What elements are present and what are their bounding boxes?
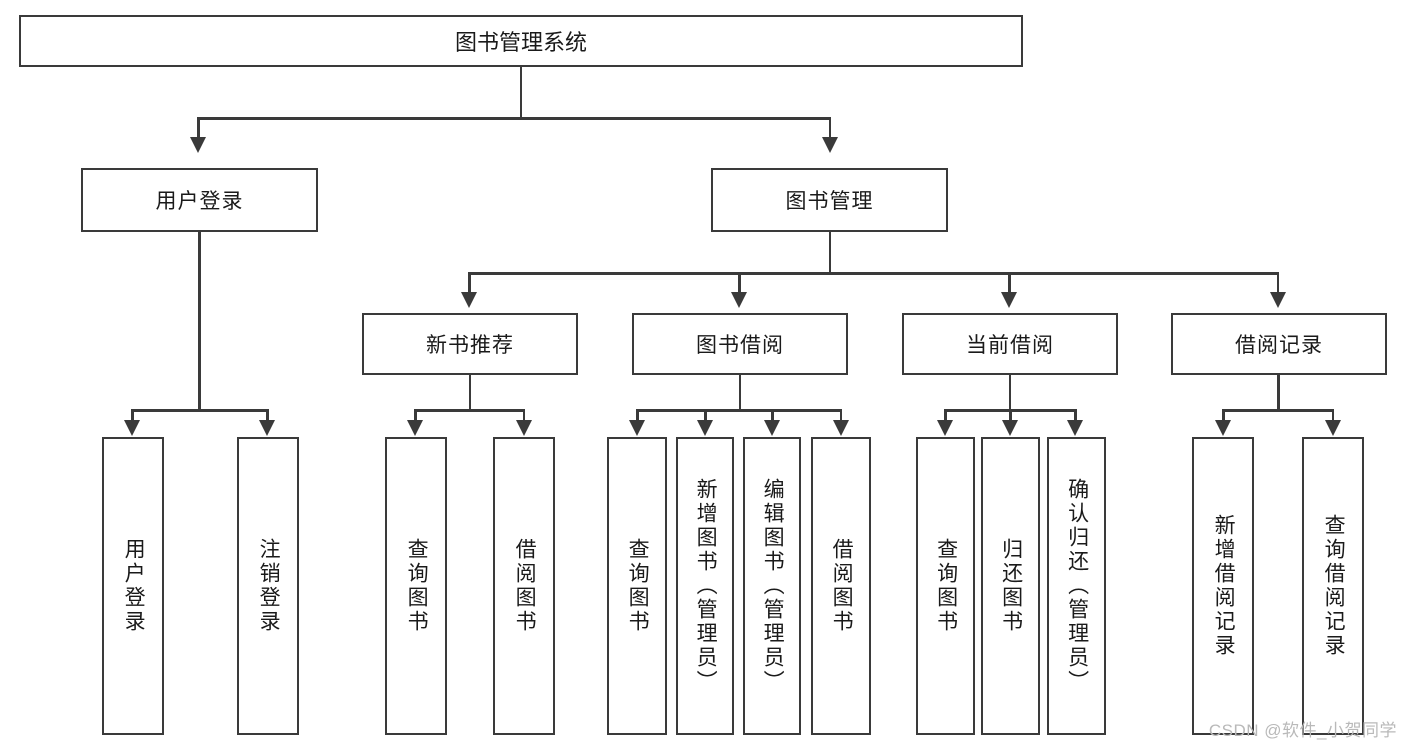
arrow-to-leaf-return-book: [1002, 420, 1018, 436]
connector-root-to-book-management: [828, 117, 831, 139]
leaf-user-login[interactable]: 用户登录: [102, 437, 164, 735]
leaf-label: 借阅图书: [513, 538, 537, 634]
connector-to-borrow-record: [1276, 272, 1279, 294]
leaf-logout-login[interactable]: 注销登录: [237, 437, 299, 735]
connector-to-book-borrow: [738, 272, 741, 294]
leaf-query-book-2[interactable]: 查询图书: [607, 437, 667, 735]
connector-current-borrow-stem: [1008, 375, 1011, 411]
connector-root-bus: [197, 117, 831, 120]
leaf-label: 归还图书: [999, 538, 1023, 634]
connector-current-borrow-c1: [944, 409, 947, 422]
leaf-borrow-book-2[interactable]: 借阅图书: [811, 437, 871, 735]
connector-to-new-book-recommend: [468, 272, 471, 294]
arrow-to-borrow-record: [1269, 292, 1286, 308]
connector-borrow-record-bus: [1222, 409, 1334, 412]
connector-current-borrow-c3: [1074, 409, 1077, 422]
node-current-borrow[interactable]: 当前借阅: [902, 313, 1118, 375]
leaf-label: 确认归还（管理员）: [1065, 478, 1089, 694]
connector-user-login-bus: [131, 409, 268, 412]
connector-borrow-record-stem: [1277, 375, 1280, 411]
leaf-label: 查询图书: [405, 538, 429, 634]
arrow-to-new-book-recommend: [461, 292, 477, 308]
node-root-system[interactable]: 图书管理系统: [19, 15, 1023, 67]
connector-book-borrow-c1: [636, 409, 639, 422]
connector-borrow-record-c1: [1222, 409, 1225, 422]
leaf-label: 查询借阅记录: [1322, 514, 1346, 658]
connector-new-book-stem: [468, 375, 471, 411]
leaf-query-book-3[interactable]: 查询图书: [916, 437, 975, 735]
connector-book-borrow-c2: [704, 409, 707, 422]
leaf-query-borrow-record[interactable]: 查询借阅记录: [1302, 437, 1364, 735]
leaf-label: 注销登录: [257, 538, 281, 634]
arrow-to-current-borrow: [1001, 292, 1017, 308]
arrow-to-leaf-user-login: [124, 420, 140, 436]
leaf-confirm-return[interactable]: 确认归还（管理员）: [1047, 437, 1106, 735]
leaf-add-book[interactable]: 新增图书（管理员）: [676, 437, 734, 735]
leaf-label: 新增借阅记录: [1212, 514, 1236, 658]
leaf-label: 查询图书: [626, 538, 650, 634]
arrow-to-leaf-add-borrow-record: [1215, 420, 1231, 436]
arrow-to-leaf-query-borrow-record: [1324, 420, 1341, 436]
arrow-to-leaf-confirm-return: [1067, 420, 1083, 436]
arrow-to-user-login: [190, 137, 206, 153]
connector-user-login-stem: [198, 232, 201, 411]
arrow-to-leaf-borrow-book-2: [832, 420, 849, 436]
connector-new-book-c1: [414, 409, 417, 422]
connector-book-management-stem: [828, 232, 831, 274]
node-label: 图书借阅: [696, 334, 784, 357]
node-label: 新书推荐: [426, 334, 514, 357]
connector-to-current-borrow: [1008, 272, 1011, 294]
connector-borrow-record-c2: [1331, 409, 1334, 422]
arrow-to-leaf-query-book-1: [407, 420, 423, 436]
leaf-label: 用户登录: [122, 538, 146, 634]
arrow-to-book-borrow: [731, 292, 747, 308]
connector-new-book-bus: [414, 409, 525, 412]
leaf-return-book[interactable]: 归还图书: [981, 437, 1040, 735]
connector-book-borrow-stem: [738, 375, 741, 411]
node-label: 借阅记录: [1235, 334, 1323, 357]
leaf-label: 借阅图书: [830, 538, 854, 634]
node-label: 当前借阅: [966, 334, 1054, 357]
node-user-login[interactable]: 用户登录: [81, 168, 318, 232]
node-book-management[interactable]: 图书管理: [711, 168, 948, 232]
arrow-to-leaf-edit-book: [764, 420, 780, 436]
connector-book-borrow-bus: [636, 409, 842, 412]
arrow-to-leaf-query-book-2: [629, 420, 645, 436]
node-label: 用户登录: [155, 190, 244, 213]
node-label: 图书管理系统: [454, 30, 587, 55]
arrow-to-leaf-borrow-book-1: [515, 420, 532, 436]
leaf-edit-book[interactable]: 编辑图书（管理员）: [743, 437, 801, 735]
connector-new-book-c2: [522, 409, 525, 422]
connector-level3-bus: [468, 272, 1279, 275]
leaf-borrow-book-1[interactable]: 借阅图书: [493, 437, 555, 735]
connector-book-borrow-c3: [771, 409, 774, 422]
leaf-label: 查询图书: [934, 538, 958, 634]
csdn-watermark: CSDN @软件_小贺同学: [1208, 721, 1397, 740]
leaf-label: 编辑图书（管理员）: [761, 478, 785, 694]
leaf-query-book-1[interactable]: 查询图书: [385, 437, 447, 735]
connector-current-borrow-c2: [1009, 409, 1012, 422]
arrow-to-leaf-query-book-3: [937, 420, 953, 436]
node-new-book-recommend[interactable]: 新书推荐: [362, 313, 578, 375]
arrow-to-leaf-add-book: [697, 420, 713, 436]
connector-root-to-user-login: [197, 117, 200, 139]
connector-book-borrow-c4: [839, 409, 842, 422]
leaf-add-borrow-record[interactable]: 新增借阅记录: [1192, 437, 1254, 735]
arrow-to-leaf-logout-login: [259, 420, 275, 436]
node-label: 图书管理: [785, 190, 874, 213]
node-borrow-record[interactable]: 借阅记录: [1171, 313, 1387, 375]
node-book-borrow[interactable]: 图书借阅: [632, 313, 848, 375]
connector-root-stem: [519, 67, 522, 118]
connector-user-login-left: [131, 409, 134, 422]
arrow-to-book-management: [821, 137, 838, 153]
connector-user-login-right: [266, 409, 269, 422]
leaf-label: 新增图书（管理员）: [694, 478, 718, 694]
